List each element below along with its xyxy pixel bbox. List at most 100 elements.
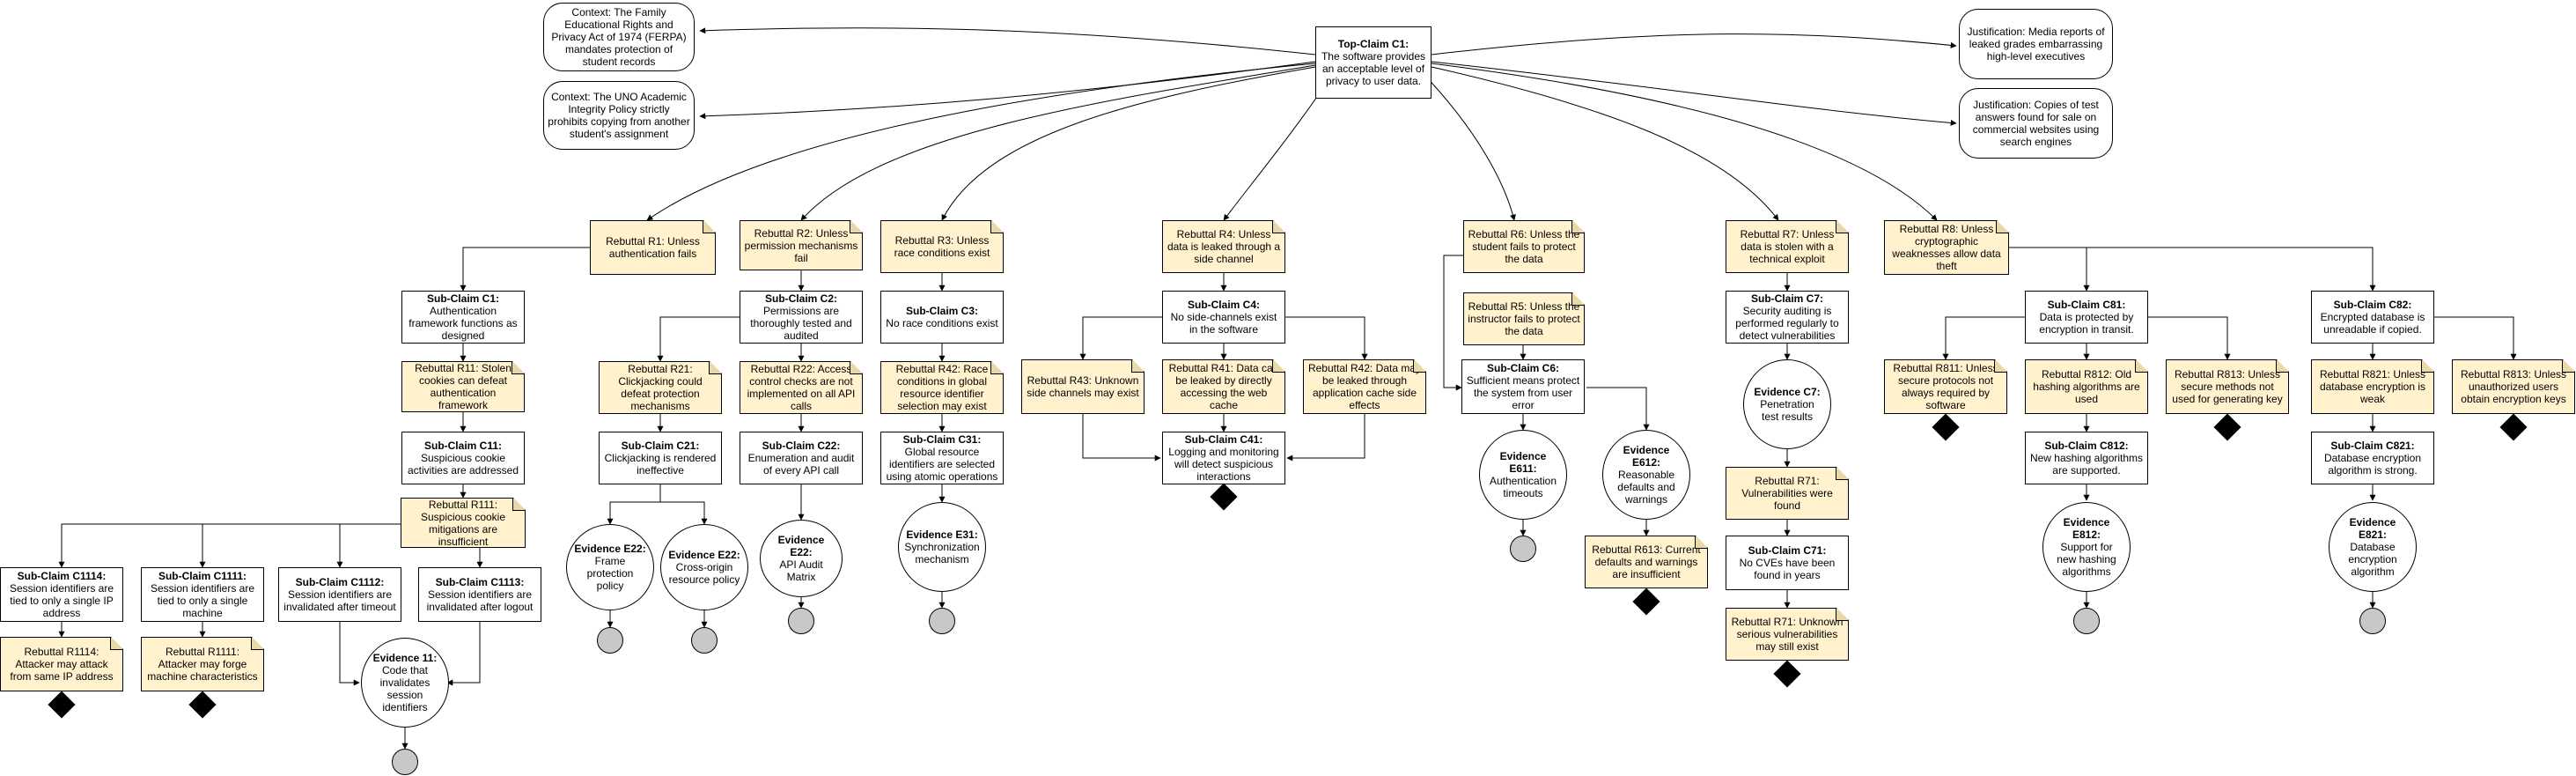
rebuttal-r813-key-generation-text: Rebuttal R813: Unless secure methods not… bbox=[2172, 368, 2283, 405]
sub-claim-c3: Sub-Claim C3:No race conditions exist bbox=[880, 291, 1004, 344]
rebuttal-r5: Rebuttal R5: Unless the instructor fails… bbox=[1463, 292, 1585, 345]
edge-r111-bus bbox=[58, 523, 401, 568]
sub-claim-c812-title: Sub-Claim C812: bbox=[2044, 440, 2129, 452]
sub-claim-c22-title: Sub-Claim C22: bbox=[762, 440, 841, 452]
rebuttal-r2: Rebuttal R2: Unless permission mechanism… bbox=[740, 220, 863, 270]
rebuttal-r22-text: Rebuttal R22: Access control checks are … bbox=[747, 363, 856, 412]
sub-claim-c31-title: Sub-Claim C31: bbox=[902, 433, 982, 446]
sub-claim-c4: Sub-Claim C4:No side-channels exist in t… bbox=[1162, 291, 1285, 344]
rebuttal-r71-found: Rebuttal R71: Vulnerabilities were found bbox=[1726, 467, 1849, 520]
evidence-11-title: Evidence 11: bbox=[372, 652, 438, 664]
edge-top-r1 bbox=[646, 63, 1316, 221]
evidence-e821-text: Database encryption algorithm bbox=[2348, 541, 2397, 578]
edge-r1-c1 bbox=[460, 247, 590, 292]
rebuttal-r71-found-text: Rebuttal R71: Vulnerabilities were found bbox=[1741, 475, 1833, 512]
rebuttal-r1: Rebuttal R1: Unless authentication fails bbox=[590, 220, 716, 275]
sub-claim-c6-text: Sufficient means protect the system from… bbox=[1466, 374, 1580, 411]
sub-claim-c821-title: Sub-Claim C821: bbox=[2330, 440, 2415, 452]
rebuttal-r7: Rebuttal R7: Unless data is stolen with … bbox=[1726, 220, 1849, 273]
rebuttal-r6-text: Rebuttal R6: Unless the student fails to… bbox=[1468, 228, 1580, 265]
rebuttal-r111: Rebuttal R111: Suspicious cookie mitigat… bbox=[401, 498, 526, 548]
rebuttal-r7-text: Rebuttal R7: Unless data is stolen with … bbox=[1740, 228, 1835, 265]
sub-claim-c6-title: Sub-Claim C6: bbox=[1486, 362, 1559, 374]
evidence-e22-cross-origin-leaf bbox=[691, 627, 718, 654]
rebuttal-r4: Rebuttal R4: Unless data is leaked throu… bbox=[1162, 220, 1285, 273]
rebuttal-r613: Rebuttal R613: Current defaults and warn… bbox=[1585, 536, 1708, 588]
sub-claim-c1111-title: Sub-Claim C1111: bbox=[158, 570, 247, 582]
sub-claim-c1112-text: Session identifiers are invalidated afte… bbox=[283, 588, 396, 613]
top-claim-text: The software provides an acceptable leve… bbox=[1321, 50, 1426, 87]
context-ferpa-text: Context: The Family Educational Rights a… bbox=[551, 6, 687, 68]
evidence-e22-cross-origin: Evidence E22:Cross-origin resource polic… bbox=[660, 524, 748, 610]
justification-copies: Justification: Copies of test answers fo… bbox=[1959, 88, 2113, 159]
rebuttal-r813-unauthorized-text: Rebuttal R813: Unless unauthorized users… bbox=[2460, 368, 2567, 405]
rebuttal-r1111-text: Rebuttal R1111: Attacker may forge machi… bbox=[147, 646, 258, 683]
sub-claim-c1-text: Authentication framework functions as de… bbox=[408, 305, 518, 342]
edge-c1112-e11 bbox=[339, 622, 360, 686]
sub-claim-c71-text: No CVEs have been found in years bbox=[1739, 557, 1836, 581]
sub-claim-c4-title: Sub-Claim C4: bbox=[1187, 299, 1260, 311]
evidence-e22-cross-origin-text: Cross-origin resource policy bbox=[668, 561, 740, 586]
rebuttal-r3-text: Rebuttal R3: Unless race conditions exis… bbox=[894, 234, 990, 259]
rebuttal-r22: Rebuttal R22: Access control checks are … bbox=[740, 361, 863, 414]
evidence-e22-cross-origin-title: Evidence E22: bbox=[668, 549, 740, 561]
rebuttal-r813-unauthorized: Rebuttal R813: Unless unauthorized users… bbox=[2452, 359, 2575, 414]
sub-claim-c81: Sub-Claim C81:Data is protected by encry… bbox=[2025, 291, 2148, 344]
edge-c1113-e11 bbox=[446, 622, 481, 686]
rebuttal-r2-text: Rebuttal R2: Unless permission mechanism… bbox=[744, 226, 858, 264]
evidence-e812: Evidence E812:Support for new hashing al… bbox=[2042, 502, 2131, 592]
rebuttal-r821-text: Rebuttal R821: Unless database encryptio… bbox=[2319, 368, 2426, 405]
rebuttal-r812: Rebuttal R812: Old hashing algorithms ar… bbox=[2025, 359, 2148, 414]
rebuttal-r811: Rebuttal R811: Unless secure protocols n… bbox=[1884, 359, 2007, 414]
sub-claim-c81-title: Sub-Claim C81: bbox=[2047, 299, 2126, 311]
sub-claim-c41-title: Sub-Claim C41: bbox=[1184, 433, 1263, 446]
edge-c21-e22b bbox=[660, 501, 708, 525]
edge-c4-r43 bbox=[1079, 316, 1162, 360]
sub-claim-c7: Sub-Claim C7:Security auditing is perfor… bbox=[1726, 291, 1849, 344]
edge-r8-c81 bbox=[2009, 247, 2090, 292]
sub-claim-c1112: Sub-Claim C1112:Session identifiers are … bbox=[278, 567, 401, 622]
evidence-11-text: Code that invalidates session identifier… bbox=[379, 664, 431, 713]
sub-claim-c812-text: New hashing algorithms are supported. bbox=[2029, 452, 2144, 477]
sub-claim-c21: Sub-Claim C21:Clickjacking is rendered i… bbox=[599, 432, 722, 484]
sub-claim-c1114: Sub-Claim C1114:Session identifiers are … bbox=[0, 567, 123, 622]
sub-claim-c1-title: Sub-Claim C1: bbox=[426, 292, 499, 305]
edge-r8-c82 bbox=[2087, 247, 2376, 292]
rebuttal-r5-text: Rebuttal R5: Unless the instructor fails… bbox=[1468, 300, 1580, 337]
edge-top-r6 bbox=[1421, 71, 1516, 221]
rebuttal-r42-cache: Rebuttal R42: Data may be leaked through… bbox=[1303, 359, 1426, 414]
edge-c81-r811 bbox=[1942, 316, 2025, 360]
context-ferpa: Context: The Family Educational Rights a… bbox=[543, 3, 695, 71]
sub-claim-c31-text: Global resource identifiers are selected… bbox=[886, 446, 998, 483]
sub-claim-c41-text: Logging and monitoring will detect suspi… bbox=[1168, 446, 1279, 483]
evidence-e612-text: Reasonable defaults and warnings bbox=[1617, 469, 1675, 506]
sub-claim-c1114-title: Sub-Claim C1114: bbox=[17, 570, 107, 582]
evidence-e22-frame: Evidence E22:Frame protection policy bbox=[566, 524, 654, 610]
evidence-e821-leaf bbox=[2359, 608, 2386, 634]
evidence-e612-title: Evidence E612: bbox=[1623, 444, 1670, 469]
evidence-e31-title: Evidence E31: bbox=[906, 528, 978, 541]
evidence-11: Evidence 11:Code that invalidates sessio… bbox=[361, 638, 449, 728]
sub-claim-c11: Sub-Claim C11:Suspicious cookie activiti… bbox=[401, 432, 525, 484]
rebuttal-r21: Rebuttal R21: Clickjacking could defeat … bbox=[599, 361, 722, 414]
rebuttal-r41-text: Rebuttal R41: Data can be leaked by dire… bbox=[1168, 362, 1279, 411]
rebuttal-r813-key-generation: Rebuttal R813: Unless secure methods not… bbox=[2166, 359, 2289, 414]
rebuttal-r821: Rebuttal R821: Unless database encryptio… bbox=[2311, 359, 2434, 414]
evidence-e611: Evidence E611:Authentication timeouts bbox=[1479, 430, 1567, 520]
sub-claim-c7-title: Sub-Claim C7: bbox=[1750, 292, 1823, 305]
edge-top-just-copies bbox=[1431, 61, 1957, 126]
evidence-e22-api-audit-leaf bbox=[788, 608, 814, 634]
sub-claim-c1113: Sub-Claim C1113:Session identifiers are … bbox=[418, 567, 541, 622]
top-claim-c1: Top-Claim C1:The software provides an ac… bbox=[1315, 26, 1432, 99]
evidence-e611-text: Authentication timeouts bbox=[1489, 475, 1557, 499]
sub-claim-c71-title: Sub-Claim C71: bbox=[1748, 544, 1827, 557]
sub-claim-c2-text: Permissions are thoroughly tested and au… bbox=[750, 305, 852, 342]
evidence-e812-title: Evidence E812: bbox=[2063, 516, 2110, 541]
rebuttal-r8-text: Rebuttal R8: Unless cryptographic weakne… bbox=[1892, 223, 2001, 272]
evidence-e611-leaf bbox=[1510, 536, 1536, 562]
evidence-e22-frame-text: Frame protection policy bbox=[586, 555, 634, 592]
rebuttal-r1114-text: Rebuttal R1114: Attacker may attack from… bbox=[10, 646, 114, 683]
sub-claim-c4-text: No side-channels exist in the software bbox=[1170, 311, 1277, 336]
sub-claim-c1111: Sub-Claim C1111:Session identifiers are … bbox=[141, 567, 264, 622]
sub-claim-c1113-title: Sub-Claim C1113: bbox=[435, 576, 525, 588]
